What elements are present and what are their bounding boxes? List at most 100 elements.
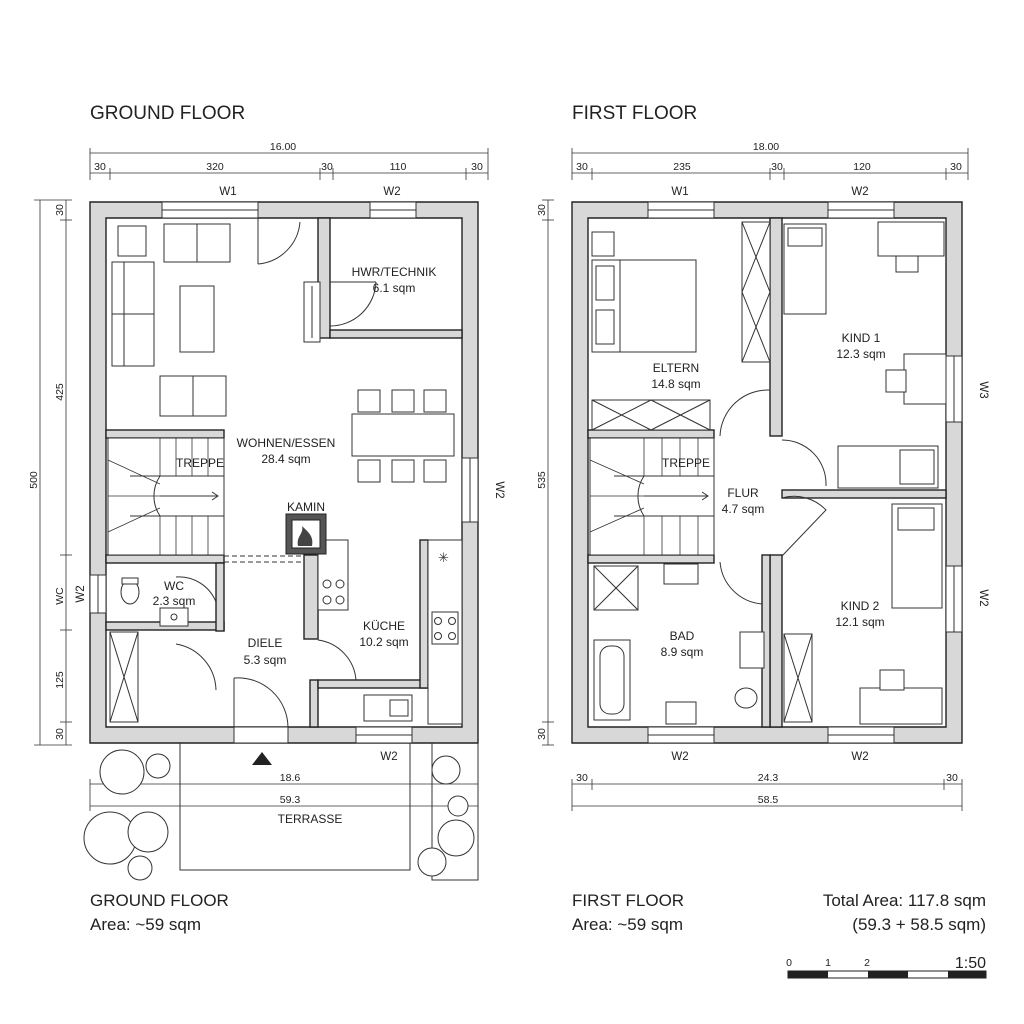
ground-left-dimensions: 500 30 425 125 30 WC	[28, 199, 72, 746]
ground-top-dimensions: 16.00 30 320 30 110 30	[89, 141, 489, 180]
dim-segment: 30	[576, 161, 588, 173]
room-area: 6.1 sqm	[373, 281, 416, 295]
dim-segment: 30	[536, 728, 548, 740]
dim-segment: 125	[54, 671, 66, 689]
dim-segment: 30	[471, 161, 483, 173]
room-area: 12.1 sqm	[835, 615, 884, 629]
first-floor-footer-area: Area: ~59 sqm	[572, 915, 683, 934]
window-label-w2: W2	[977, 589, 989, 606]
first-windows	[647, 201, 963, 744]
first-top-dimensions: 18.00 30 235 30 120 30	[571, 141, 969, 180]
wc-side-label: WC	[54, 587, 66, 605]
stairs-label: TREPPE	[176, 456, 224, 470]
room-area: 14.8 sqm	[651, 377, 700, 391]
dim-segment: 30	[771, 161, 783, 173]
first-floor-footer-title: FIRST FLOOR	[572, 891, 684, 910]
dim-segment: 30	[54, 204, 66, 216]
window-label-w2: W2	[493, 481, 505, 498]
bedroom-furniture	[591, 221, 771, 431]
kids-room-2-furniture	[783, 503, 943, 725]
first-stairs	[589, 437, 715, 556]
room-name: HWR/TECHNIK	[352, 265, 437, 279]
dim-segment: 110	[390, 161, 407, 173]
ground-floor-footer-area: Area: ~59 sqm	[90, 915, 201, 934]
room-area: 8.9 sqm	[661, 645, 704, 659]
terrace-area: 18.6 59.3 TERRASSE	[89, 743, 479, 881]
room-name: WC	[164, 579, 184, 593]
room-name: BAD	[670, 629, 695, 643]
room-name: KIND 1	[842, 331, 881, 345]
first-floor-title: FIRST FLOOR	[572, 103, 697, 124]
living-furniture	[111, 223, 321, 417]
ground-floor-title: GROUND FLOOR	[90, 103, 245, 124]
total-area-breakdown: (59.3 + 58.5 sqm)	[852, 915, 986, 934]
storage-closet	[109, 631, 139, 723]
fireplace-icon	[285, 513, 327, 555]
dim-segment: 120	[853, 161, 871, 173]
dining-table	[351, 389, 455, 483]
dim-segment: 30	[946, 772, 958, 784]
dim-segment: 18.6	[280, 772, 301, 784]
scale-label: 2	[864, 957, 870, 969]
room-name: ELTERN	[653, 361, 699, 375]
fireplace-label: KAMIN	[287, 500, 325, 514]
dim-total-width: 58.5	[758, 794, 779, 806]
room-area: 5.3 sqm	[244, 653, 287, 667]
entrance-arrow-icon	[252, 752, 272, 765]
dim-segment: 30	[54, 728, 66, 740]
dim-segment: 30	[321, 161, 333, 173]
dim-total-width: 59.3	[280, 794, 301, 806]
room-area: 2.3 sqm	[153, 594, 196, 608]
first-floor-plan: FIRST FLOOR 18.00 30 235 30 120 30 535 3…	[536, 103, 989, 934]
scale-bar: 0 1 2 1:50	[786, 955, 987, 979]
room-name: KÜCHE	[363, 619, 405, 633]
room-area: 4.7 sqm	[722, 502, 765, 516]
terrace-label: TERRASSE	[278, 812, 343, 826]
room-name: WOHNEN/ESSEN	[237, 436, 336, 450]
dim-segment: 425	[54, 383, 66, 401]
room-name: KIND 2	[841, 599, 880, 613]
scale-label: 0	[786, 957, 792, 969]
dim-segment: 30	[576, 772, 588, 784]
dim-segment: 320	[206, 161, 224, 173]
room-area: 10.2 sqm	[359, 635, 408, 649]
dim-total-height: 500	[28, 471, 40, 489]
dim-segment: 30	[94, 161, 106, 173]
fridge-icon: ✳	[438, 550, 449, 565]
ground-floor-plan: GROUND FLOOR 16.00 30 320 30 110 30	[28, 103, 505, 934]
summary-block: Total Area: 117.8 sqm (59.3 + 58.5 sqm) …	[786, 891, 987, 979]
first-left-dimensions: 535 30 30	[536, 199, 554, 746]
room-name: DIELE	[248, 636, 283, 650]
dim-total-width: 18.00	[753, 141, 779, 153]
window-label-w2: W2	[380, 751, 397, 763]
dim-segment: 235	[673, 161, 691, 173]
room-area: 28.4 sqm	[261, 452, 310, 466]
ground-windows	[89, 201, 479, 744]
window-label-w1: W1	[219, 186, 236, 198]
dim-segment: 30	[950, 161, 962, 173]
window-label-w2: W2	[851, 751, 868, 763]
scale-ratio: 1:50	[955, 955, 986, 972]
room-name: FLUR	[727, 486, 759, 500]
kids-room-1-furniture	[783, 221, 947, 489]
window-label-w2: W2	[75, 585, 87, 602]
first-bottom-dimensions: 30 24.3 30 58.5	[571, 772, 963, 811]
ground-stairs	[107, 437, 304, 563]
bathroom-fixtures	[593, 563, 765, 725]
ground-floor-footer-title: GROUND FLOOR	[90, 891, 229, 910]
ground-doors	[175, 218, 377, 765]
kitchen-fixtures: ✳	[317, 539, 463, 725]
total-area: Total Area: 117.8 sqm	[823, 891, 986, 910]
wc-fixtures	[120, 576, 217, 627]
window-label-w3: W3	[977, 381, 989, 398]
window-label-w2: W2	[671, 751, 688, 763]
stairs-label: TREPPE	[662, 456, 710, 470]
scale-label: 1	[825, 957, 831, 969]
window-label-w2: W2	[383, 186, 400, 198]
dim-segment: 30	[536, 204, 548, 216]
window-label-w2: W2	[851, 186, 868, 198]
room-area: 12.3 sqm	[836, 347, 885, 361]
window-label-w1: W1	[671, 186, 688, 198]
tree-icon	[83, 749, 475, 881]
